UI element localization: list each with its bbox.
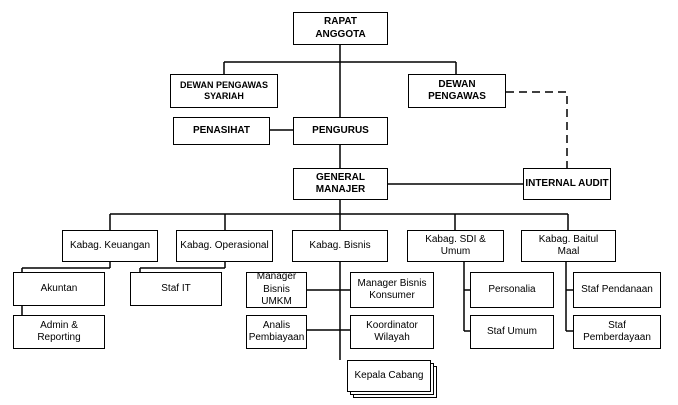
- akuntan-label: Akuntan: [40, 282, 78, 294]
- staf-pemberdayaan-box: Staf Pemberdayaan: [573, 315, 661, 349]
- general-manajer-box: GENERAL MANAJER: [293, 168, 388, 200]
- internal-audit-box: INTERNAL AUDIT: [523, 168, 611, 200]
- kepala-cabang-box: Kepala Cabang: [347, 360, 431, 392]
- dewan-pengawas-syariah-label: DEWAN PENGAWAS SYARIAH: [179, 79, 268, 101]
- personalia-label: Personalia: [488, 283, 536, 295]
- kabag-keuangan-box: Kabag. Keuangan: [62, 230, 158, 262]
- staf-umum-label: Staf Umum: [486, 325, 537, 337]
- akuntan-box: Akuntan: [13, 272, 105, 306]
- kepala-cabang-label: Kepala Cabang: [354, 369, 424, 381]
- kabag-baitul-maal-box: Kabag. Baitul Maal: [521, 230, 616, 262]
- koordinator-wilayah-box: Koordinator Wilayah: [350, 315, 434, 349]
- pengurus-label: PENGURUS: [312, 124, 369, 136]
- manager-bisnis-umkm-label: Manager Bisnis UMKM: [256, 271, 297, 308]
- rapat-anggota-box: RAPAT ANGGOTA: [293, 12, 388, 45]
- kabag-baitul-maal-label: Kabag. Baitul Maal: [538, 233, 599, 258]
- dewan-pengawas-box: DEWAN PENGAWAS: [408, 74, 506, 108]
- kabag-sdi-umum-box: Kabag. SDI & Umum: [407, 230, 504, 262]
- staf-pendanaan-box: Staf Pendanaan: [573, 272, 661, 308]
- kabag-keuangan-label: Kabag. Keuangan: [69, 239, 151, 251]
- kabag-bisnis-label: Kabag. Bisnis: [309, 239, 371, 251]
- penasihat-label: PENASIHAT: [192, 124, 251, 136]
- kabag-bisnis-box: Kabag. Bisnis: [292, 230, 388, 262]
- koordinator-wilayah-label: Koordinator Wilayah: [366, 319, 418, 344]
- dewan-pengawas-syariah-box: DEWAN PENGAWAS SYARIAH: [170, 74, 278, 108]
- staf-it-box: Staf IT: [130, 272, 222, 306]
- kabag-operasional-box: Kabag. Operasional: [176, 230, 273, 262]
- analis-pembiayaan-box: Analis Pembiayaan: [246, 315, 307, 349]
- penasihat-box: PENASIHAT: [173, 117, 270, 145]
- rapat-anggota-label: RAPAT ANGGOTA: [315, 16, 366, 40]
- general-manajer-label: GENERAL MANAJER: [315, 171, 366, 196]
- admin-reporting-box: Admin & Reporting: [13, 315, 105, 349]
- manager-bisnis-umkm-box: Manager Bisnis UMKM: [246, 271, 307, 308]
- staf-pemberdayaan-label: Staf Pemberdayaan: [583, 319, 651, 344]
- manager-bisnis-konsumer-box: Manager Bisnis Konsumer: [350, 272, 434, 308]
- dewan-pengawas-label: DEWAN PENGAWAS: [428, 78, 486, 103]
- internal-audit-label: INTERNAL AUDIT: [525, 177, 609, 189]
- pengurus-box: PENGURUS: [293, 117, 388, 145]
- admin-reporting-label: Admin & Reporting: [37, 319, 81, 344]
- staf-pendanaan-label: Staf Pendanaan: [581, 283, 653, 295]
- kabag-sdi-umum-label: Kabag. SDI & Umum: [425, 233, 486, 258]
- staf-it-label: Staf IT: [161, 282, 191, 294]
- staf-umum-box: Staf Umum: [470, 315, 554, 349]
- kabag-operasional-label: Kabag. Operasional: [180, 239, 269, 251]
- personalia-box: Personalia: [470, 272, 554, 308]
- analis-pembiayaan-label: Analis Pembiayaan: [248, 319, 305, 344]
- manager-bisnis-konsumer-label: Manager Bisnis Konsumer: [357, 277, 427, 302]
